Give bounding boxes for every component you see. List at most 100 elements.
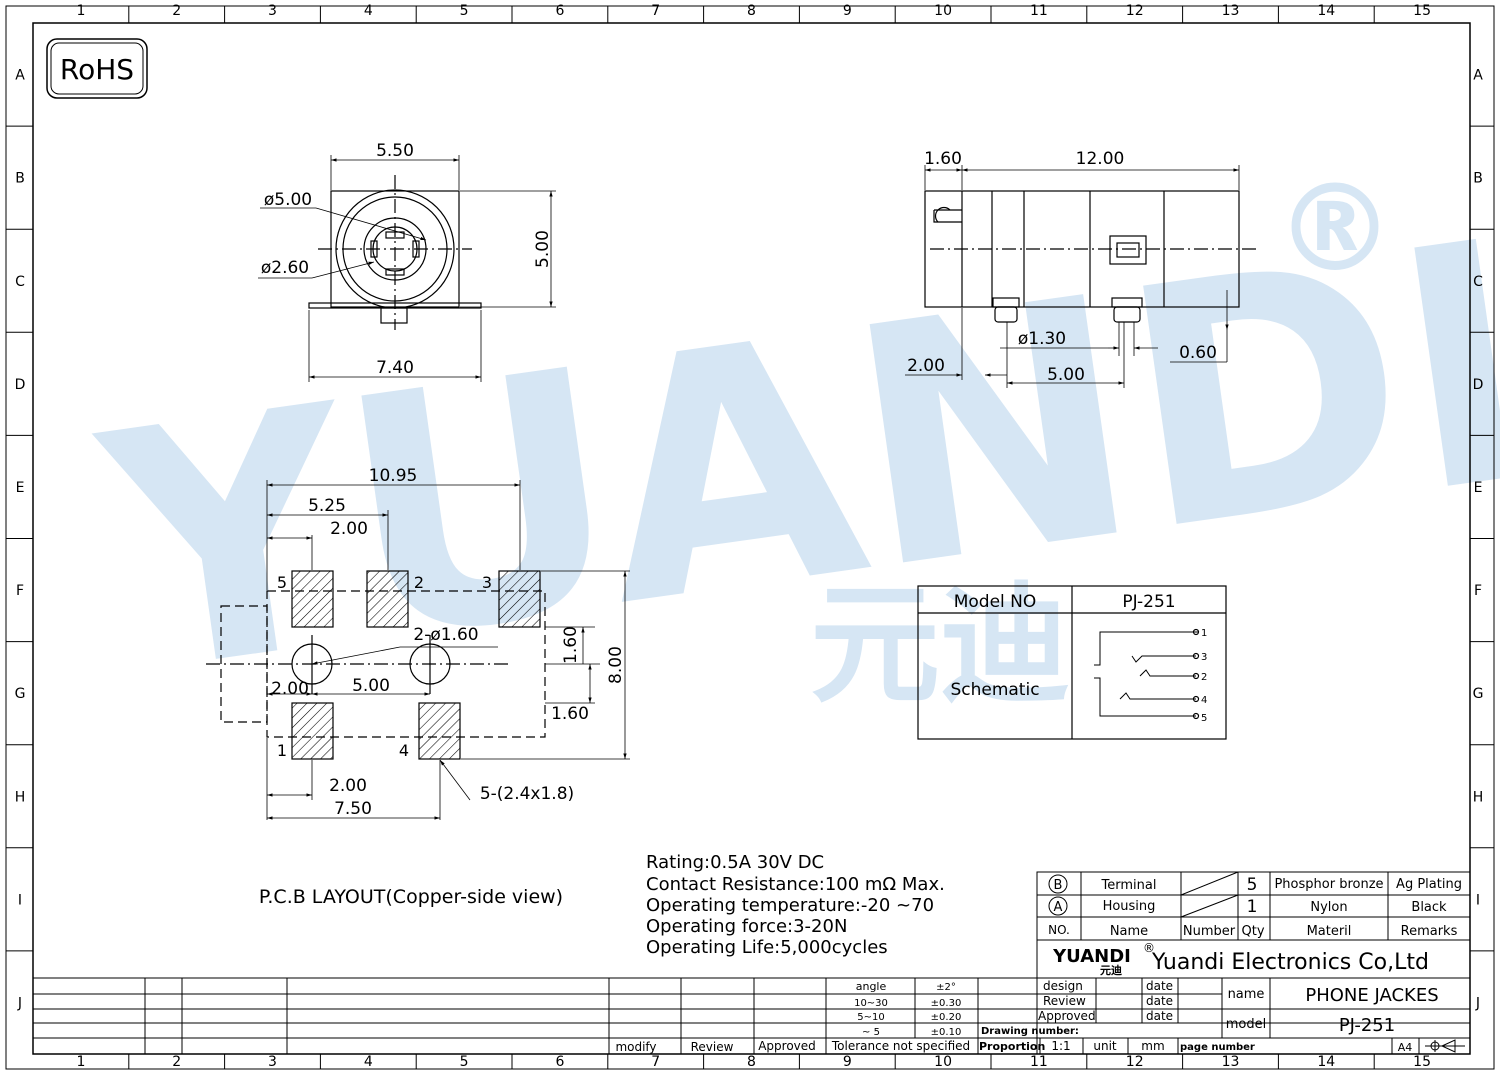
grid-row-label: G: [1473, 686, 1484, 702]
grid-col-label: 13: [1222, 1054, 1240, 1070]
grid-col-label: 12: [1126, 1054, 1144, 1070]
grid-col-label: 9: [843, 1054, 852, 1070]
rohs-label: RoHS: [60, 53, 134, 86]
grid-col-label: 1: [76, 3, 85, 19]
dim-pcb-mid: 5.25: [308, 496, 346, 516]
grid-col-label: 4: [364, 1054, 373, 1070]
dim-inner-dia: ø2.60: [261, 258, 309, 278]
dim-pcb-hole-pitch: 5.00: [352, 676, 390, 696]
dim-pcb-hole-offset: 2.00: [271, 679, 309, 699]
dim-pcb-gap-bottom: 1.60: [551, 704, 589, 724]
dim-pin-width: 0.60: [1179, 343, 1217, 363]
dim-pad-size: 5-(2.4x1.8): [480, 784, 574, 804]
tb-date: date: [1146, 1009, 1173, 1023]
watermark-reg: ®: [1275, 160, 1395, 299]
rohs-badge: RoHS: [46, 38, 148, 99]
watermark: YUANDI ® 元迪: [81, 160, 1500, 749]
bom-name: Terminal: [1101, 878, 1157, 893]
tb-paper: A4: [1398, 1041, 1413, 1054]
tol-angle: angle: [856, 980, 887, 993]
bom-material: Phosphor bronze: [1274, 877, 1383, 892]
dim-pcb-total: 10.95: [369, 466, 418, 486]
grid-col-label: 3: [268, 1054, 277, 1070]
grid-row-label: A: [15, 68, 25, 84]
pin-label: 4: [399, 741, 409, 760]
spec-line: Operating Life:5,000cycles: [646, 937, 888, 958]
dim-side-length: 12.00: [1076, 149, 1125, 169]
grid-col-label: 13: [1222, 3, 1240, 19]
side-view: [905, 165, 1256, 388]
grid-row-label: I: [1476, 892, 1480, 908]
title-block: [33, 940, 1470, 1054]
bom-remarks: Black: [1411, 900, 1447, 915]
tol-angle-val: ±2°: [936, 982, 956, 993]
schematic-label: Schematic: [950, 680, 1039, 700]
grid-col-label: 7: [651, 3, 660, 19]
dim-pcb-first: 2.00: [330, 519, 368, 539]
pcb-layout: [206, 480, 630, 820]
grid-col-label: 14: [1317, 1054, 1335, 1070]
watermark-cn: 元迪: [810, 569, 1070, 721]
grid-col-label: 5: [460, 1054, 469, 1070]
pin-label: 2: [414, 573, 424, 592]
terminal-label: 3: [1201, 652, 1207, 663]
grid-row-label: A: [1473, 68, 1483, 84]
tol-range: 10~30: [854, 998, 888, 1009]
grid-col-label: 15: [1413, 3, 1431, 19]
bom-remarks: Ag Plating: [1396, 877, 1462, 892]
tb-name-value: PHONE JACKES: [1305, 985, 1438, 1006]
grid-col-label: 11: [1030, 3, 1048, 19]
logo-reg: ®: [1143, 941, 1155, 955]
model-header-value: PJ-251: [1122, 592, 1175, 612]
tb-scale: 1:1: [1051, 1039, 1070, 1053]
grid-col-label: 6: [555, 3, 564, 19]
pin-label: 1: [277, 741, 287, 760]
tb-design: design: [1043, 979, 1083, 993]
grid-col-label: 4: [364, 3, 373, 19]
grid-row-label: F: [16, 583, 24, 599]
tb-unit: unit: [1093, 1039, 1117, 1053]
tb-model-label: model: [1226, 1017, 1266, 1032]
grid-col-label: 2: [172, 3, 181, 19]
tb-drawing-number: Drawing number:: [981, 1026, 1079, 1037]
bom-material: Nylon: [1310, 900, 1347, 915]
bom-name: Housing: [1103, 899, 1156, 914]
bom-header: Materil: [1307, 924, 1352, 939]
grid-row-label: J: [17, 995, 22, 1011]
grid-row-label: H: [1473, 789, 1484, 805]
bom-header: Name: [1110, 924, 1148, 939]
spec-line: Rating:0.5A 30V DC: [646, 852, 824, 873]
dim-pcb-bottom-first: 2.00: [329, 776, 367, 796]
model-header-label: Model NO: [954, 592, 1037, 612]
grid-row-label: C: [1473, 274, 1483, 290]
pin-label: 5: [277, 573, 287, 592]
tol-range-val: ±0.10: [931, 1027, 962, 1038]
grid-row-label: F: [1474, 583, 1482, 599]
tol-range: 5~10: [857, 1012, 884, 1023]
grid-col-label: 1: [76, 1054, 85, 1070]
grid-col-label: 10: [934, 1054, 952, 1070]
tb-review: Review: [1043, 994, 1086, 1008]
terminal-label: 4: [1201, 695, 1207, 706]
bom-qty: 1: [1247, 897, 1258, 917]
specifications: Rating:0.5A 30V DC Contact Resistance:10…: [646, 852, 945, 958]
tol-range-val: ±0.20: [931, 1012, 962, 1023]
border-grid: 1122334455667788991010111112121313141415…: [6, 3, 1494, 1070]
dim-pcb-height: 8.00: [606, 646, 626, 684]
tb-model-value: PJ-251: [1339, 1015, 1395, 1036]
bom-header: Remarks: [1401, 924, 1458, 939]
grid-row-label: B: [15, 171, 25, 187]
grid-col-label: 8: [747, 1054, 756, 1070]
tol-range: ~ 5: [862, 1027, 880, 1038]
grid-col-label: 11: [1030, 1054, 1048, 1070]
dim-pcb-gap-top: 1.60: [561, 626, 581, 664]
grid-col-label: 10: [934, 3, 952, 19]
terminal-label: 1: [1201, 628, 1207, 639]
grid-col-label: 9: [843, 3, 852, 19]
spec-line: Operating temperature:-20 ~70: [646, 895, 934, 916]
grid-col-label: 8: [747, 3, 756, 19]
company-logo-cn: 元迪: [1100, 963, 1122, 977]
tol-note: Tolerance not specified: [831, 1039, 970, 1053]
